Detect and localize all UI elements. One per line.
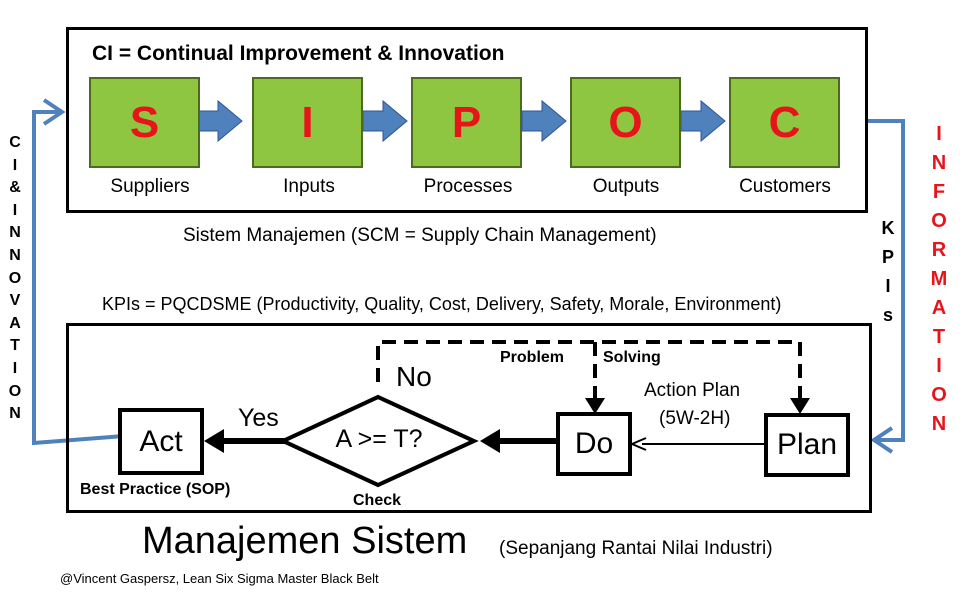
arrowhead-plan-to-do bbox=[629, 437, 647, 451]
best-practice-label: Best Practice (SOP) bbox=[80, 481, 231, 498]
arrowhead-do-to-check bbox=[480, 429, 500, 453]
no-label: No bbox=[396, 361, 432, 392]
arrowhead-check-to-act bbox=[204, 429, 224, 453]
ci-loop-arrowhead bbox=[42, 98, 66, 126]
sipoc-label-outputs: Outputs bbox=[592, 176, 660, 197]
action-plan-label: Action Plan bbox=[644, 380, 741, 401]
decision-diamond bbox=[278, 394, 479, 488]
footer-title: Manajemen Sistem bbox=[142, 520, 468, 562]
problem-solving-dashed bbox=[376, 340, 802, 400]
arrow-p-to-o bbox=[521, 99, 567, 143]
sipoc-letter: C bbox=[768, 97, 801, 147]
pdca-panel bbox=[66, 323, 872, 513]
sipoc-panel bbox=[66, 27, 868, 213]
sipoc-box-outputs: O bbox=[570, 77, 681, 168]
do-label: Do bbox=[574, 427, 614, 460]
solving-label: Solving bbox=[603, 349, 661, 366]
decision-label: A >= T? bbox=[335, 425, 423, 453]
sipoc-label-inputs: Inputs bbox=[283, 176, 335, 197]
footer-subtitle: (Sepanjang Rantai Nilai Industri) bbox=[499, 538, 773, 559]
act-node: Act bbox=[118, 408, 204, 475]
sipoc-box-processes: P bbox=[411, 77, 522, 168]
sipoc-label-suppliers: Suppliers bbox=[110, 176, 190, 197]
problem-label: Problem bbox=[500, 349, 565, 366]
action-plan-5w2h: (5W-2H) bbox=[659, 408, 731, 429]
sipoc-label-customers: Customers bbox=[739, 176, 831, 197]
ci-loop-line bbox=[32, 110, 125, 446]
sipoc-letter: S bbox=[129, 97, 160, 147]
info-loop-arrowhead bbox=[870, 426, 894, 454]
arrow-i-to-p bbox=[362, 99, 408, 143]
yes-label: Yes bbox=[238, 404, 279, 432]
sipoc-box-inputs: I bbox=[252, 77, 363, 168]
sipoc-letter: O bbox=[608, 97, 643, 147]
scm-caption: Sistem Manajemen (SCM = Supply Chain Man… bbox=[183, 225, 657, 246]
sipoc-label-processes: Processes bbox=[423, 176, 513, 197]
arrow-s-to-i bbox=[197, 99, 243, 143]
info-loop-line bbox=[868, 119, 905, 442]
sipoc-letter: I bbox=[301, 97, 314, 147]
arrowhead-to-do bbox=[585, 398, 605, 414]
plan-node: Plan bbox=[764, 413, 850, 477]
do-node: Do bbox=[556, 412, 632, 476]
plan-label: Plan bbox=[776, 428, 838, 461]
check-label: Check bbox=[353, 492, 402, 509]
sipoc-flow-arrows bbox=[197, 99, 726, 143]
kpi-caption: KPIs = PQCDSME (Productivity, Quality, C… bbox=[102, 294, 782, 314]
arrowhead-to-plan bbox=[790, 398, 810, 414]
sipoc-box-customers: C bbox=[729, 77, 840, 168]
act-label: Act bbox=[139, 424, 183, 458]
credit-text: @Vincent Gaspersz, Lean Six Sigma Master… bbox=[60, 571, 379, 586]
sipoc-letter: P bbox=[451, 97, 482, 147]
ci-title: CI = Continual Improvement & Innovation bbox=[92, 42, 505, 65]
arrow-o-to-c bbox=[680, 99, 726, 143]
sipoc-box-suppliers: S bbox=[89, 77, 200, 168]
